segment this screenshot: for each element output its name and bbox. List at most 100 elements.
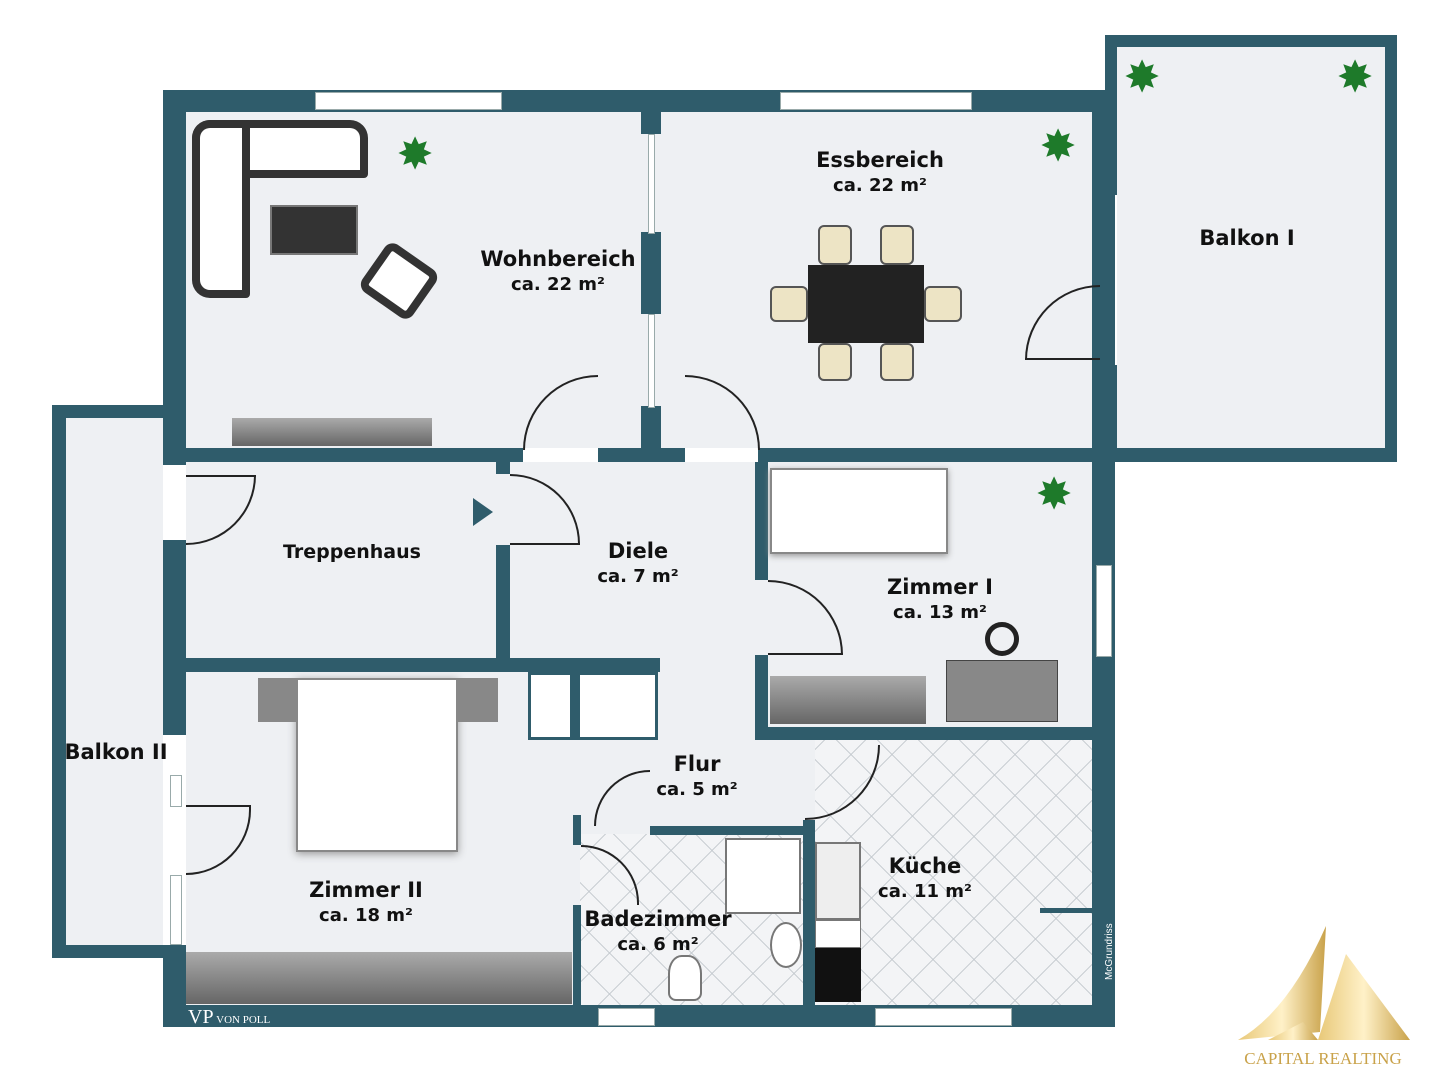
room-area: ca. 5 m² <box>656 779 738 800</box>
room-area: ca. 22 m² <box>511 274 605 295</box>
chair <box>818 343 852 381</box>
room-label-zimmer-2: Zimmer II ca. 18 m² <box>309 877 423 929</box>
wall <box>598 448 685 462</box>
dining-table <box>808 265 924 343</box>
single-bed <box>770 468 948 554</box>
room-name: Essbereich <box>816 148 944 172</box>
chair <box>880 225 914 265</box>
room-label-wohnbereich: Wohnbereich ca. 22 m² <box>480 246 635 298</box>
room-name: Treppenhaus <box>283 541 421 563</box>
sliding-door[interactable] <box>648 314 655 408</box>
shower <box>725 838 801 914</box>
window <box>170 775 182 807</box>
kitchen-counter <box>815 920 861 948</box>
window <box>780 92 972 110</box>
wall <box>163 540 186 735</box>
room-name: Badezimmer <box>584 907 732 931</box>
room-area: ca. 22 m² <box>833 175 927 196</box>
wall <box>1105 35 1117 195</box>
wall <box>573 905 581 1005</box>
wall <box>755 655 768 740</box>
wall <box>1040 908 1092 913</box>
wall <box>52 405 66 958</box>
room-label-treppenhaus: Treppenhaus <box>283 539 421 565</box>
plan-maker-credit: McGrundriss <box>1104 923 1115 980</box>
wall <box>1105 35 1397 47</box>
wall <box>803 820 815 1010</box>
room-label-essbereich: Essbereich ca. 22 m² <box>816 147 944 199</box>
room-name: Wohnbereich <box>480 247 636 271</box>
desk <box>946 660 1058 722</box>
wall <box>163 90 186 465</box>
window <box>598 1008 655 1026</box>
wall <box>1105 448 1397 462</box>
wall <box>186 658 660 672</box>
window <box>1096 565 1112 657</box>
wall <box>1105 365 1117 462</box>
von-poll-logo: VP VON POLL <box>188 1006 271 1028</box>
room-label-balkon-2: Balkon II <box>64 739 167 765</box>
capital-realting-logo: CAPITAL REALTING <box>1238 926 1410 1065</box>
desk-chair <box>985 622 1019 656</box>
room-area: ca. 18 m² <box>319 905 413 926</box>
wall <box>496 462 510 474</box>
room-name: Zimmer II <box>309 878 423 902</box>
toilet <box>668 955 702 1001</box>
plant-icon: ✸ <box>396 129 434 180</box>
plant-icon: ✸ <box>1336 52 1374 103</box>
room-name: Flur <box>673 752 721 776</box>
chair <box>880 343 914 381</box>
chair <box>770 286 808 322</box>
closet-divider <box>570 672 580 740</box>
wall <box>496 545 510 660</box>
tv-board <box>232 418 432 446</box>
wall <box>755 462 768 580</box>
wall <box>650 826 805 835</box>
coffee-table <box>270 205 358 255</box>
sink <box>770 922 802 968</box>
wall <box>1385 35 1397 462</box>
room-label-badezimmer: Badezimmer ca. 6 m² <box>584 906 731 958</box>
room-name: Diele <box>607 539 669 563</box>
room-label-kueche: Küche ca. 11 m² <box>878 853 972 905</box>
floor-kueche <box>815 740 1092 1005</box>
plant-icon: ✸ <box>1039 121 1077 172</box>
wall <box>641 406 661 451</box>
window <box>875 1008 1012 1026</box>
kitchen-sink <box>815 842 861 920</box>
floor-balkon-2 <box>66 418 163 946</box>
wardrobe <box>186 952 572 1004</box>
stove <box>815 948 861 1002</box>
wardrobe <box>770 676 926 724</box>
nightstand <box>456 678 498 722</box>
double-bed <box>296 678 458 852</box>
wall <box>758 448 1115 462</box>
room-name: Zimmer I <box>887 575 993 599</box>
room-label-flur: Flur ca. 5 m² <box>656 751 737 803</box>
sofa <box>192 120 250 298</box>
room-area: ca. 6 m² <box>617 934 699 955</box>
wall <box>163 448 523 462</box>
room-name: Küche <box>888 854 962 878</box>
room-label-balkon-1: Balkon I <box>1199 225 1294 251</box>
room-label-zimmer-1: Zimmer I ca. 13 m² <box>887 574 993 626</box>
entrance-arrow-icon <box>473 498 493 526</box>
wall <box>52 405 177 418</box>
chair <box>818 225 852 265</box>
window <box>315 92 502 110</box>
wall <box>163 945 186 1027</box>
plant-icon: ✸ <box>1123 52 1161 103</box>
room-name: Balkon I <box>1199 226 1295 250</box>
nightstand <box>258 678 298 722</box>
room-name: Balkon II <box>64 740 168 764</box>
sliding-door[interactable] <box>648 134 655 234</box>
wall <box>573 815 581 845</box>
closet <box>528 672 658 740</box>
wall <box>52 945 186 958</box>
room-area: ca. 11 m² <box>878 881 972 902</box>
room-area: ca. 13 m² <box>893 602 987 623</box>
wall <box>641 232 661 314</box>
floor-balkon-1 <box>1117 47 1385 448</box>
wall <box>1092 90 1115 1027</box>
